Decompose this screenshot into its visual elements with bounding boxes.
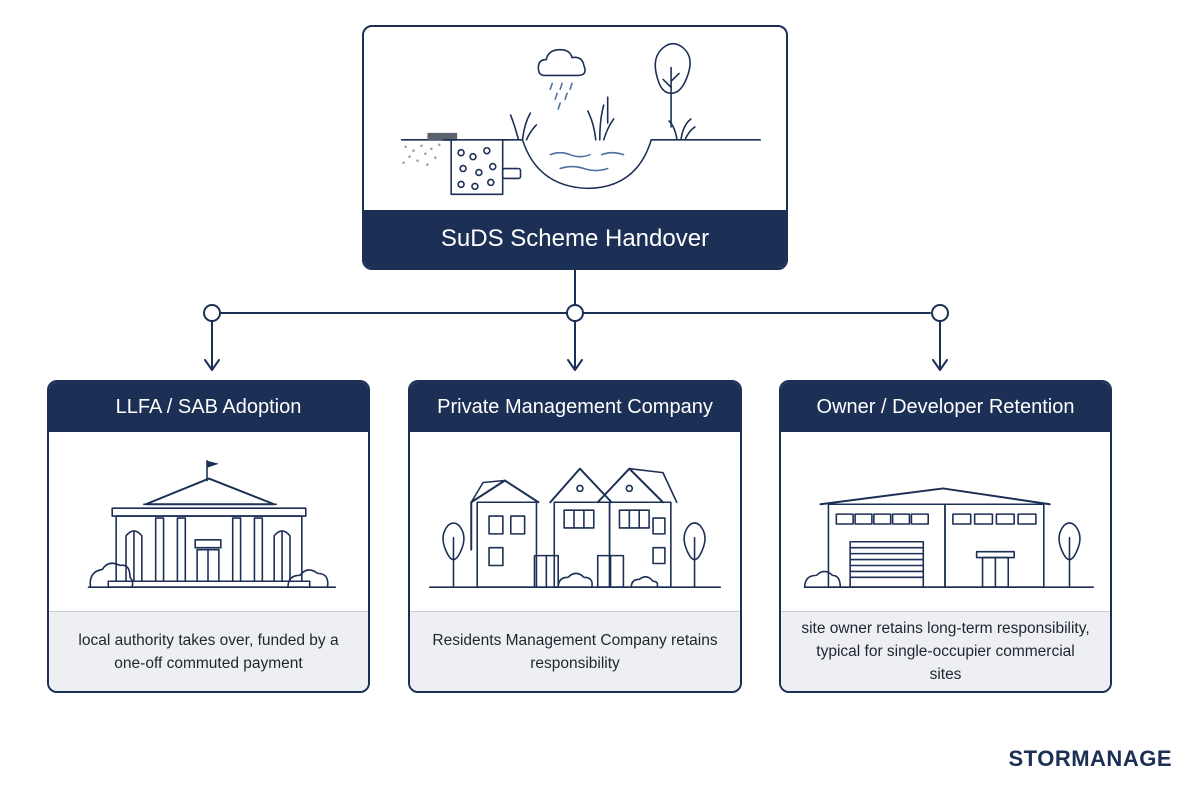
- option-description-llfa: local authority takes over, funded by a …: [49, 611, 368, 691]
- branch-node-llfa: [203, 304, 221, 322]
- root-title: SuDS Scheme Handover: [364, 210, 786, 268]
- branch-node-pmc: [566, 304, 584, 322]
- arrow-to-pmc: [567, 320, 583, 371]
- government-building-icon: [49, 432, 368, 614]
- option-title-pmc: Private Management Company: [410, 382, 740, 432]
- option-title-llfa: LLFA / SAB Adoption: [49, 382, 368, 432]
- townhouses-icon: [410, 432, 740, 614]
- option-card-llfa: LLFA / SAB Adoption local authority take…: [47, 380, 370, 693]
- industrial-warehouse-icon: [781, 432, 1110, 614]
- option-description-owner: site owner retains long-term responsibil…: [781, 611, 1110, 691]
- root-card: SuDS Scheme Handover: [362, 25, 788, 270]
- option-description-pmc: Residents Management Company retains res…: [410, 611, 740, 691]
- option-title-owner: Owner / Developer Retention: [781, 382, 1110, 432]
- brand-logo: STORMANAGE: [1008, 746, 1172, 771]
- arrow-to-owner: [932, 320, 948, 371]
- option-card-owner: Owner / Developer Retention site owner r…: [779, 380, 1112, 693]
- arrow-to-llfa: [204, 320, 220, 371]
- suds-landscape-icon: [400, 42, 762, 196]
- branch-node-owner: [931, 304, 949, 322]
- option-card-pmc: Private Management Company: [408, 380, 742, 693]
